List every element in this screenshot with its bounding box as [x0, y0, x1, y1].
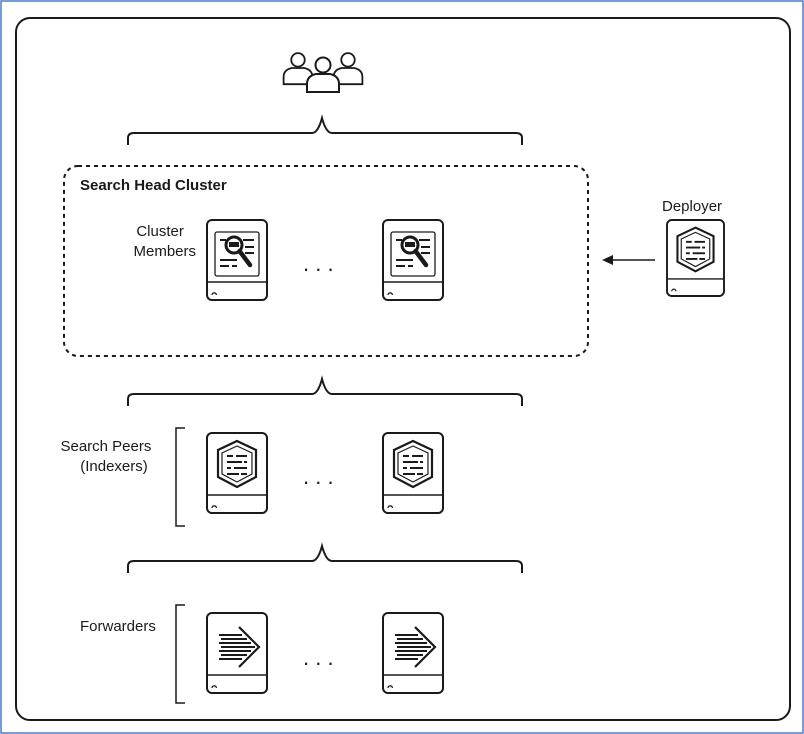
ellipsis-search-heads: . . .: [303, 251, 334, 276]
cluster-members-label: Cluster Members: [133, 223, 196, 260]
forwarder-server-2: [383, 613, 443, 693]
deployer-label: Deployer: [662, 198, 722, 215]
canvas-frame: [15, 17, 791, 721]
search-peers-label: Search Peers (Indexers): [60, 438, 155, 475]
ellipsis-forwarders: . . .: [303, 645, 334, 670]
search-head-server-1: [207, 220, 267, 300]
cluster-members-line-2: Members: [133, 243, 196, 260]
deployer-server: [667, 220, 724, 296]
search-head-server-2: [383, 220, 443, 300]
search-head-cluster-box: [63, 165, 589, 357]
search-head-brace: [127, 375, 523, 406]
search-peers-line-1: Search Peers: [60, 438, 151, 455]
indexer-server-1: [207, 433, 267, 513]
ellipsis-indexers: . . .: [303, 464, 334, 489]
forwarders-bracket: [175, 604, 185, 704]
search-peers-line-2: (Indexers): [80, 458, 148, 475]
users-brace: [127, 114, 523, 145]
cluster-members-line-1: Cluster: [136, 223, 184, 240]
search-peers-bracket: [175, 427, 185, 527]
forwarders-label: Forwarders: [80, 618, 156, 635]
forwarder-server-1: [207, 613, 267, 693]
indexer-server-2: [383, 433, 443, 513]
search-head-cluster-title: Search Head Cluster: [80, 177, 227, 194]
indexer-brace: [127, 542, 523, 573]
users-icon: [282, 52, 364, 93]
deployer-arrow: [602, 255, 655, 265]
